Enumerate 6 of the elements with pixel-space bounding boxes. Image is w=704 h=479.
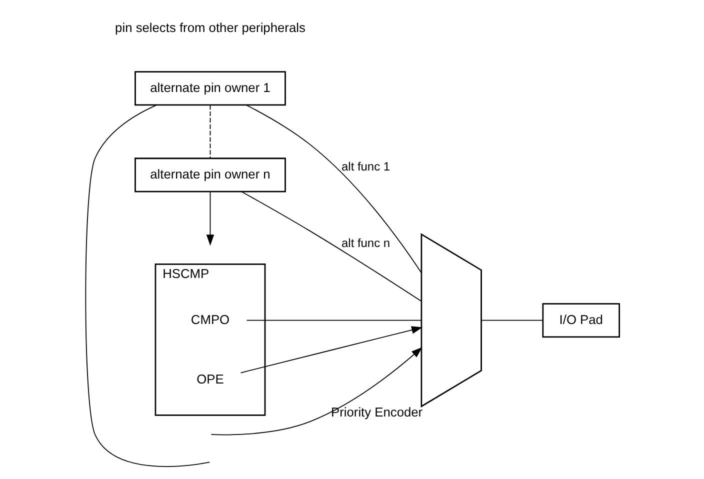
edge-label: alt func 1 [341, 160, 390, 174]
label: pin selects from other peripherals [114, 20, 305, 36]
node-text: OPE [196, 372, 224, 387]
edge-label: alt func n [341, 236, 390, 250]
node-label: Priority Encoder [330, 404, 422, 420]
node-text: CMPO [190, 312, 230, 327]
